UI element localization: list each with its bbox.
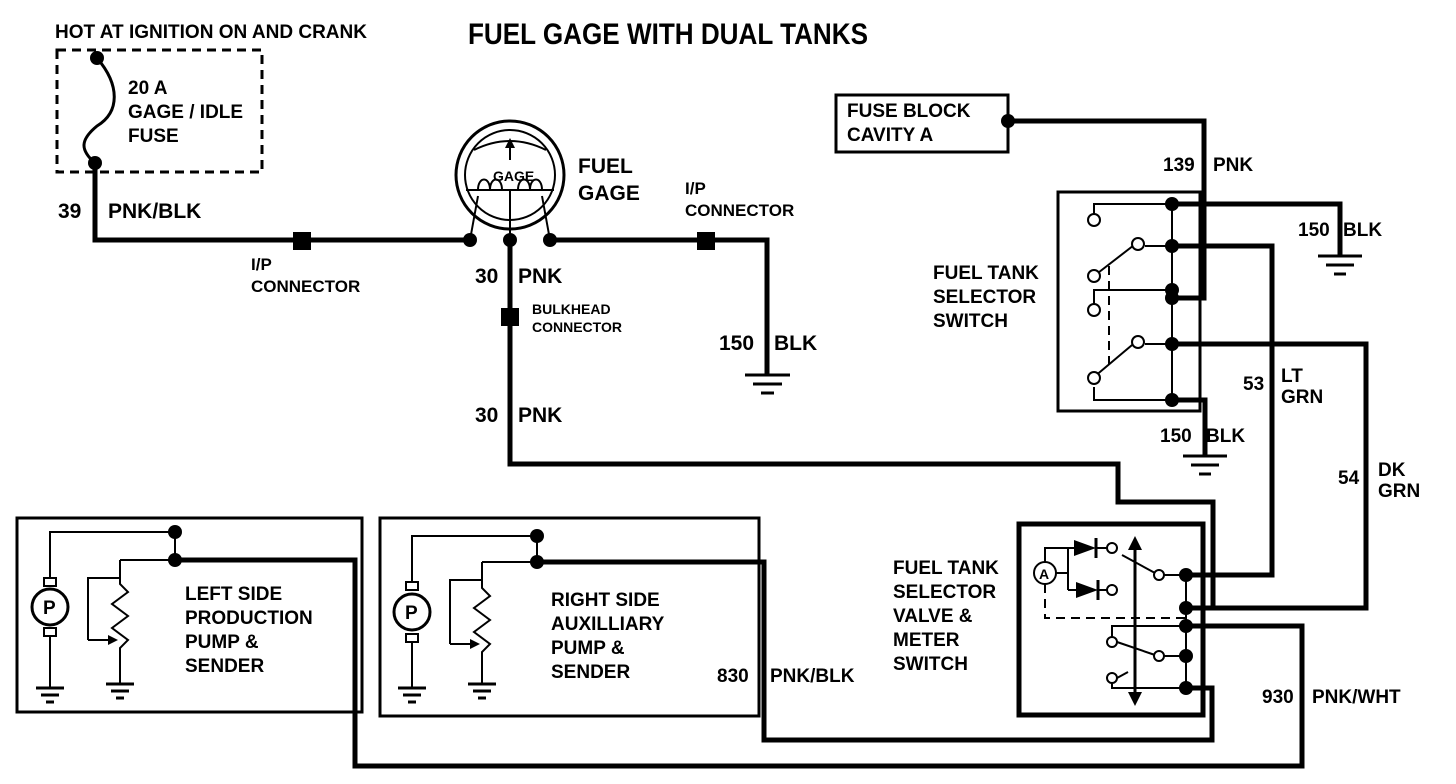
wire-39-circuit: 39 xyxy=(58,200,81,223)
ammeter-symbol: A xyxy=(1039,566,1049,582)
pump-motor-icon xyxy=(392,592,432,632)
wire-30-bottom-circuit: 30 xyxy=(475,404,498,427)
fuse-label-line1: 20 A xyxy=(128,78,168,99)
switch-icon xyxy=(1087,197,1179,407)
ground-icon xyxy=(1318,254,1362,276)
ip-connector-left-line1: I/P xyxy=(251,255,272,274)
gauge-icon xyxy=(454,119,566,241)
fuse-icon xyxy=(82,57,116,165)
wire-30-bottom-color: PNK xyxy=(518,404,562,427)
wire-150-gage-color: BLK xyxy=(774,332,817,355)
ip-connector-right-line1: I/P xyxy=(685,179,706,198)
valve-internals: A xyxy=(1033,536,1193,706)
wire-30-top-circuit: 30 xyxy=(475,265,498,288)
fuse-dashed-box xyxy=(55,48,264,174)
selector-valve-box xyxy=(1016,521,1206,718)
selector-switch-line1: FUEL TANK xyxy=(933,263,1039,284)
pump-motor-icon xyxy=(30,587,70,627)
left-pump-box xyxy=(15,516,364,714)
right-pump-internals: P xyxy=(392,529,544,704)
selector-valve-line2: SELECTOR xyxy=(893,582,996,603)
left-pump-line3: PUMP & xyxy=(185,632,259,653)
left-pump-line2: PRODUCTION xyxy=(185,608,313,629)
bulkhead-connector xyxy=(501,308,519,326)
wire-54-circuit: 54 xyxy=(1338,468,1360,489)
wire-53 xyxy=(1172,243,1275,578)
variable-resistor-icon xyxy=(472,562,492,684)
wire-139-circuit: 139 xyxy=(1163,155,1195,176)
selector-valve-line1: FUEL TANK xyxy=(893,558,999,579)
ip-connector-right-line2: CONNECTOR xyxy=(685,201,794,220)
fuse-block-line2: CAVITY A xyxy=(847,125,933,146)
wire-53-color-line2: GRN xyxy=(1281,387,1323,408)
diagram-title: FUEL GAGE WITH DUAL TANKS xyxy=(468,18,868,51)
wire-150-switch-top-circuit: 150 xyxy=(1298,220,1330,241)
selector-valve-line5: SWITCH xyxy=(893,654,968,675)
right-pump-line1: RIGHT SIDE xyxy=(551,590,660,611)
ip-connector-left-line2: CONNECTOR xyxy=(251,277,360,296)
bulkhead-connector-line1: BULKHEAD xyxy=(532,301,611,317)
ground-icon xyxy=(745,373,790,395)
selector-valve-line4: METER xyxy=(893,630,960,651)
wire-830 xyxy=(537,559,1215,743)
wire-39 xyxy=(92,163,470,243)
selector-switch-line2: SELECTOR xyxy=(933,287,1036,308)
wire-930-color: PNK/WHT xyxy=(1312,687,1401,708)
left-pump-line4: SENDER xyxy=(185,656,264,677)
wire-53-circuit: 53 xyxy=(1243,374,1264,395)
gauge-dial-text: GAGE xyxy=(493,168,534,184)
wire-930-circuit: 930 xyxy=(1262,687,1294,708)
fuse-section: HOT AT IGNITION ON AND CRANK 20 A GAGE /… xyxy=(55,22,367,174)
ground-icon xyxy=(1183,454,1227,476)
hot-at-ignition-label: HOT AT IGNITION ON AND CRANK xyxy=(55,22,367,43)
fuse-label-line2: GAGE / IDLE xyxy=(128,102,243,123)
right-pump-box xyxy=(378,516,761,718)
right-pump-line3: PUMP & xyxy=(551,638,625,659)
wire-30-top-color: PNK xyxy=(518,265,562,288)
wire-150-gage xyxy=(550,237,770,375)
wire-53-color-line1: LT xyxy=(1281,366,1303,387)
left-pump-line1: LEFT SIDE xyxy=(185,584,282,605)
fuel-gage-label-line2: GAGE xyxy=(578,182,640,205)
fuel-gage-label-line1: FUEL xyxy=(578,155,633,178)
wire-54-color-line1: DK xyxy=(1378,460,1406,481)
wire-150-switch-top xyxy=(1172,201,1343,256)
ip-connector-right xyxy=(697,232,715,250)
fuse-block-line1: FUSE BLOCK xyxy=(847,101,971,122)
fuse-label-line3: FUSE xyxy=(128,126,179,147)
wire-150-gage-circuit: 150 xyxy=(719,332,754,355)
wire-150-switch-bottom xyxy=(1172,397,1208,456)
diode-icon xyxy=(1074,540,1096,556)
right-pump-line2: AUXILLIARY xyxy=(551,614,665,635)
selector-valve-line3: VALVE & xyxy=(893,606,973,627)
wire-830-color: PNK/BLK xyxy=(770,666,855,687)
wire-139 xyxy=(1008,118,1207,301)
ip-connector-left xyxy=(293,232,311,250)
bulkhead-connector-line2: CONNECTOR xyxy=(532,319,622,335)
wire-150-switch-bottom-color: BLK xyxy=(1206,426,1245,447)
variable-resistor-icon xyxy=(110,560,130,684)
wire-150-switch-bottom-circuit: 150 xyxy=(1160,426,1192,447)
wire-54-color-line2: GRN xyxy=(1378,481,1420,502)
wire-139-color: PNK xyxy=(1213,155,1253,176)
wire-30 xyxy=(507,240,1216,608)
wire-39-color: PNK/BLK xyxy=(108,200,201,223)
left-pump-internals: P xyxy=(30,525,182,704)
wire-54 xyxy=(1172,341,1369,611)
selector-switch-line3: SWITCH xyxy=(933,311,1008,332)
left-pump-symbol: P xyxy=(43,598,56,619)
wire-150-switch-top-color: BLK xyxy=(1343,220,1382,241)
right-pump-line4: SENDER xyxy=(551,662,630,683)
selector-switch-box xyxy=(1056,190,1202,413)
wire-830-circuit: 830 xyxy=(717,666,749,687)
right-pump-symbol: P xyxy=(405,603,418,624)
wire-930 xyxy=(175,557,1305,769)
